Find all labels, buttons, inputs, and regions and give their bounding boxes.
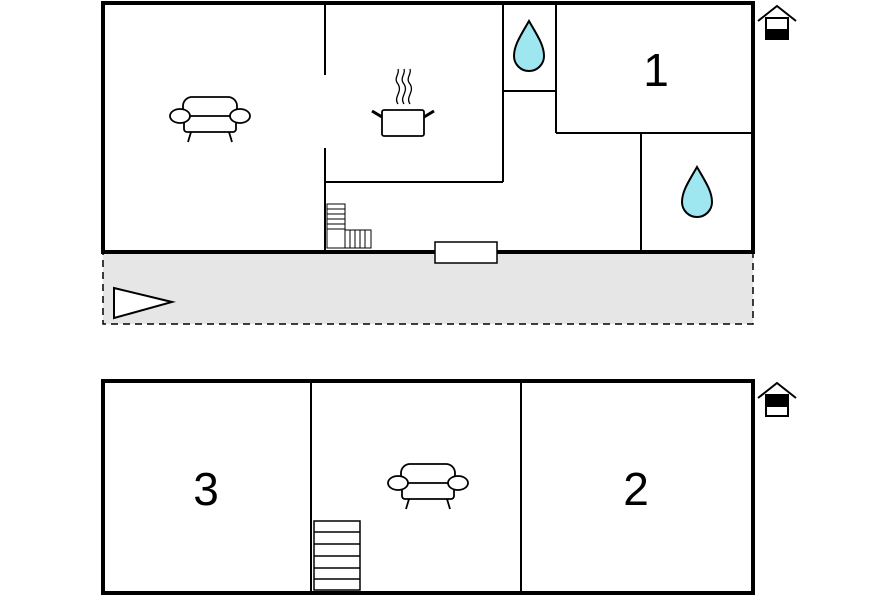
ground-floor: 1 [101,1,755,325]
cooking-pot-icon [371,68,435,137]
room-number: 1 [643,44,669,96]
upper-floor-interior-walls [310,383,522,591]
sofa-icon [169,96,251,143]
terrace [102,252,754,325]
sofa-icon [387,463,469,510]
house-ground-floor-icon [757,4,797,40]
entrance-arrow-icon [113,286,176,320]
ground-floor-interior-walls [324,5,751,250]
upper-floor: 3 2 [101,379,755,595]
room-number: 2 [623,463,649,515]
staircase [313,520,361,591]
ground-floor-outline [101,1,755,254]
room-number: 3 [193,463,219,515]
staircase [326,203,372,249]
upper-floor-outline [101,379,755,595]
house-upper-floor-icon [757,381,797,417]
water-drop-icon [680,164,714,218]
front-door [434,241,498,264]
water-drop-icon [512,18,546,72]
